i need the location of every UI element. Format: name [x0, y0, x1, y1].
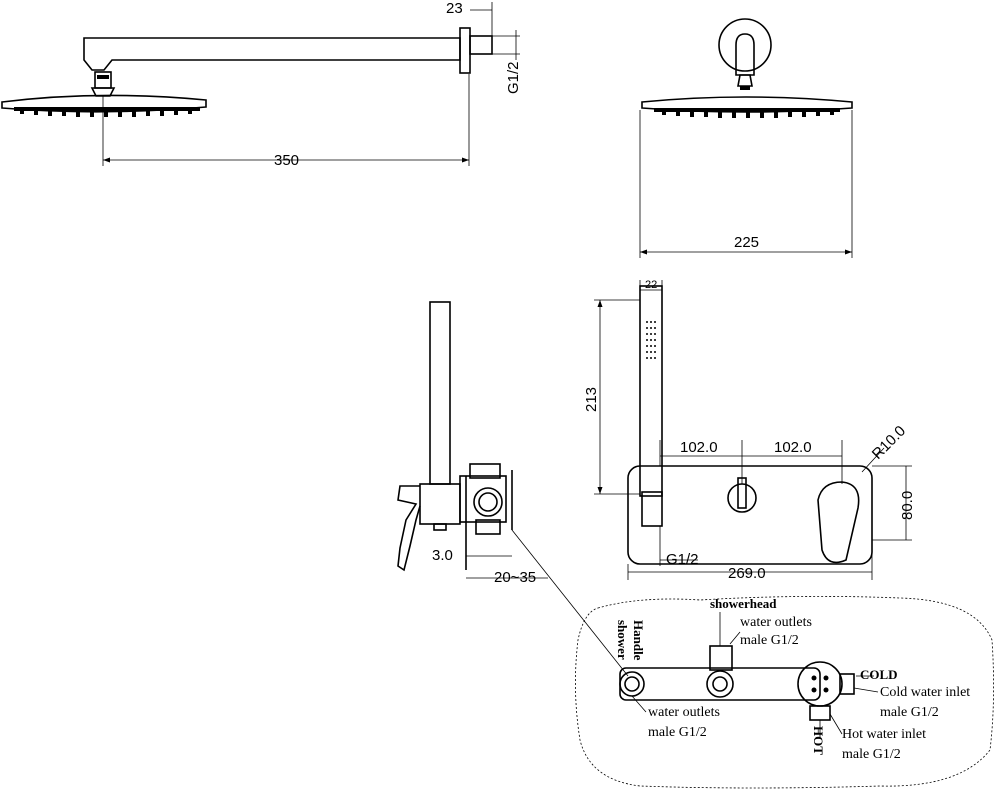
shower-arm-side-view: 350 23 G1/2 — [1, 0, 522, 169]
dim-plate-height: 80.0 — [899, 491, 916, 520]
dim-plate-width: 269.0 — [728, 565, 766, 582]
label-hot-inlet-2: male G1/2 — [842, 747, 901, 762]
label-outlets-top-2: male G1/2 — [740, 633, 799, 648]
label-hot: HOT — [811, 726, 826, 755]
shower-head-front-view: 225 — [639, 18, 853, 258]
label-outlets-top-1: water outlets — [740, 615, 812, 630]
label-cold-inlet-1: Cold water inlet — [880, 685, 970, 700]
dim-spacing-left: 102.0 — [680, 439, 718, 456]
dim-depth-range: 20~35 — [494, 569, 536, 586]
dim-thread-top: G1/2 — [505, 61, 522, 94]
dim-hand-shower-width: 22 — [645, 279, 657, 291]
dim-thread-bottom: G1/2 — [666, 551, 699, 568]
label-handle-1: Handle — [631, 620, 646, 661]
label-outlets-bottom-1: water outlets — [648, 705, 720, 720]
label-handle-2: shower — [615, 620, 630, 660]
label-showerhead: showerhead — [710, 596, 777, 611]
valve-side-view: 3.0 20~35 — [397, 301, 629, 677]
dim-hand-shower-height: 213 — [583, 387, 600, 412]
dim-corner-radius: R10.0 — [869, 423, 909, 463]
label-outlets-bottom-2: male G1/2 — [648, 725, 707, 740]
label-hot-inlet-1: Hot water inlet — [842, 727, 926, 742]
valve-body-callout: showerhead water outlets male G1/2 Handl… — [575, 596, 994, 789]
dim-arm-length: 350 — [274, 152, 299, 169]
dim-spacing-right: 102.0 — [774, 439, 812, 456]
dim-wall-gap: 3.0 — [432, 547, 453, 564]
label-cold-inlet-2: male G1/2 — [880, 705, 939, 720]
dim-wall-flange: 23 — [446, 0, 463, 17]
valve-plate-front-view: 22 213 102.0 102.0 R10.0 80.0 269.0 G1/2 — [583, 279, 916, 582]
dim-head-diameter: 225 — [734, 234, 759, 251]
label-cold: COLD — [860, 667, 898, 682]
